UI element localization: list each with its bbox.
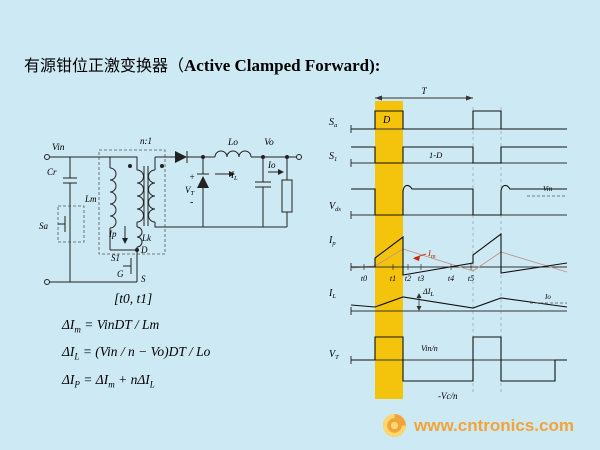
io-arrow-icon: [278, 169, 284, 175]
trace-ip: [351, 232, 568, 276]
time-labels: t0 t1 t2 t3 t4 t5: [361, 274, 474, 283]
time-label-t1: t1: [390, 274, 396, 283]
d-label: D: [382, 115, 391, 126]
cntronics-logo-icon: [383, 414, 406, 437]
trace-im: [350, 248, 568, 273]
label-vo: Vo: [264, 138, 274, 148]
interval-label: [t0, t1]: [114, 291, 153, 306]
current-arrows: [122, 169, 284, 244]
label-turns-ratio: n:1: [140, 136, 152, 146]
d-interval-highlight: [375, 101, 403, 399]
neg-vc-over-n-label: -Vc/n: [438, 391, 458, 401]
im-arrow-icon: [413, 255, 420, 261]
label-vt: VT: [185, 185, 195, 197]
trace-vds: [351, 184, 567, 216]
row-label-vt: VT: [329, 349, 339, 361]
ip-arrow-icon: [122, 238, 128, 244]
delta-il-arrow-down-icon: [416, 306, 422, 311]
title-suffix: ):: [369, 56, 381, 75]
im-label: Im: [427, 248, 436, 260]
period-arrow: [375, 95, 473, 101]
row-label-il: IL: [328, 288, 336, 300]
il-arrow-icon: [229, 171, 235, 177]
label-s1: S1: [111, 253, 120, 263]
title-english: Active Clamped Forward: [184, 56, 370, 75]
title-chinese: 有源钳位正激变换器（: [24, 56, 185, 75]
watermark-text: www.cntronics.com: [414, 415, 574, 435]
waveform-row-labels: Sa S1 Vds Ip IL VT: [328, 117, 341, 361]
label-gate: G: [117, 269, 124, 279]
circuit-wires: [44, 150, 302, 285]
label-vt-minus: -: [190, 197, 193, 208]
equations-block: [t0, t1] ΔIm = VinDT / Lm ΔIL = (Vin / n…: [62, 292, 210, 401]
waveform-chart: T: [328, 86, 568, 401]
label-io: Io: [267, 160, 276, 170]
equation-delta-il: ΔIL = (Vin / n − Vo)DT / Lo: [62, 344, 211, 362]
io-level-label: Io: [544, 293, 551, 301]
period-guides: [472, 107, 502, 395]
time-label-t0: t0: [361, 274, 367, 283]
trace-vt: [351, 336, 567, 382]
watermark: www.cntronics.com: [382, 413, 574, 438]
row-label-sa: Sa: [329, 117, 337, 129]
trace-sa: [351, 110, 567, 130]
label-source: S: [141, 274, 146, 284]
label-vin: Vin: [52, 143, 65, 153]
time-label-t3: t3: [418, 274, 424, 283]
delta-il-label: ΔIL: [422, 287, 434, 298]
one-minus-d-label: 1-D: [429, 150, 443, 160]
delta-il-arrow-up-icon: [416, 293, 422, 298]
vin-level-label: Vin: [543, 185, 553, 193]
circuit-diagram: Vin Cr Sa Lm n:1 Ip Lk S1 G D S Lo Vo Io…: [39, 136, 302, 285]
annotations: D 1-D Vin Im t0 t1 t2 t3 t4 t5 ΔIL Io Vi…: [361, 115, 553, 401]
label-sa: Sa: [39, 221, 49, 231]
label-lk: Lk: [141, 233, 152, 243]
trace-s1: [351, 146, 567, 164]
label-lo: Lo: [227, 138, 238, 148]
label-drain: D: [140, 245, 148, 255]
trace-il: [350, 296, 568, 309]
time-label-t4: t4: [448, 274, 454, 283]
period-label: T: [421, 86, 427, 96]
row-label-s1: S1: [329, 151, 337, 163]
label-vt-plus: +: [189, 172, 195, 182]
vin-over-n-label: Vin/n: [421, 344, 438, 353]
label-ip: Ip: [108, 229, 117, 239]
page-title: 有源钳位正激变换器（Active Clamped Forward):: [24, 52, 380, 76]
time-label-t5: t5: [468, 274, 474, 283]
equation-delta-im: ΔIm = VinDT / Lm: [62, 316, 160, 335]
label-lm: Lm: [84, 194, 97, 204]
row-label-ip: Ip: [328, 235, 336, 247]
circuit-labels: Vin Cr Sa Lm n:1 Ip Lk S1 G D S Lo Vo Io…: [39, 136, 276, 284]
equation-delta-ip: ΔIP = ΔIm + nΔIL: [62, 371, 155, 390]
time-label-t2: t2: [405, 274, 411, 283]
dashed-outline-transformer-model: [98, 149, 166, 255]
row-label-vds: Vds: [329, 201, 341, 213]
waveform-traces: [350, 110, 568, 382]
label-cr: Cr: [47, 167, 57, 177]
label-il: IL: [230, 170, 238, 182]
